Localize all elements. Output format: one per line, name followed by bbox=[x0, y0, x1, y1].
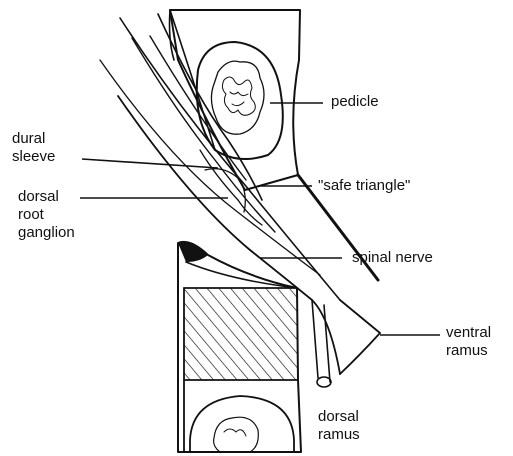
label-dorsal-root-ganglion-line1: dorsal bbox=[18, 188, 59, 206]
label-dorsal-root-ganglion-line2: root bbox=[18, 206, 44, 224]
label-dorsal-ramus-line2: ramus bbox=[318, 426, 360, 444]
ventral-ramus-nerve bbox=[312, 300, 380, 374]
nerve-root bbox=[100, 10, 378, 300]
label-dorsal-root-ganglion-line3: ganglion bbox=[18, 224, 75, 242]
label-pedicle: pedicle bbox=[331, 93, 379, 111]
label-safe-triangle: "safe triangle" bbox=[318, 177, 410, 195]
label-dorsal-ramus-line1: dorsal bbox=[318, 408, 359, 426]
label-dural-sleeve-line1: dural bbox=[12, 130, 45, 148]
lower-vertebra bbox=[178, 242, 301, 452]
label-ventral-ramus-line1: ventral bbox=[446, 324, 491, 342]
label-dural-sleeve-line2: sleeve bbox=[12, 148, 55, 166]
label-spinal-nerve: spinal nerve bbox=[352, 249, 433, 267]
leader-dural-sleeve bbox=[82, 159, 218, 168]
label-ventral-ramus-line2: ramus bbox=[446, 342, 488, 360]
